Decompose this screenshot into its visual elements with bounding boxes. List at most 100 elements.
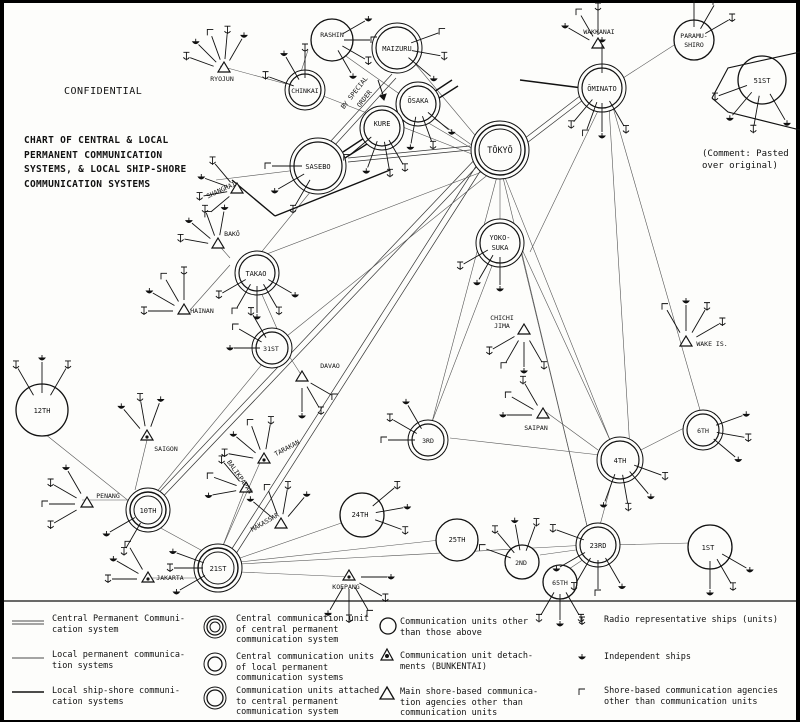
independent-ship-glyph xyxy=(742,411,751,417)
shore-agency-glyph xyxy=(231,307,238,315)
legend-central-unit: Central communication unit of central pe… xyxy=(236,614,370,646)
independent-ship-glyph xyxy=(499,412,507,418)
independent-ship-glyph xyxy=(745,567,754,573)
shore-agency-glyph xyxy=(206,472,214,480)
radio-ship-glyph xyxy=(224,25,231,35)
label-2nd: 2ND xyxy=(515,559,527,567)
label-12th: 12TH xyxy=(34,407,51,415)
radio-ship-glyph xyxy=(140,306,148,315)
shore-agency-glyph xyxy=(343,154,350,161)
node-osaka xyxy=(395,81,441,127)
triangle-ryojun xyxy=(216,60,232,73)
radio-ship-glyph xyxy=(166,563,174,572)
radio-ship-glyph xyxy=(136,393,144,402)
radio-ship-glyph xyxy=(456,261,464,270)
pasted-comment: (Comment: Pasted over original) xyxy=(702,149,789,171)
shore-agency-glyph xyxy=(504,391,512,398)
label-21st: 21ST xyxy=(210,565,228,573)
label-4th: 4TH xyxy=(614,457,627,465)
radio-ship-glyph xyxy=(622,125,630,134)
label-25th: 25TH xyxy=(449,536,466,544)
radio-ship-glyph xyxy=(577,613,585,623)
radio-ship-glyph xyxy=(12,360,20,369)
radio-ship-glyph xyxy=(247,307,255,316)
legend-central-system: Central Permanent Communi- cation system xyxy=(52,614,186,635)
triangle-wakkanai xyxy=(590,36,606,49)
link-tokyo-sasebo xyxy=(347,145,471,163)
radio-ship-glyph xyxy=(540,361,548,370)
radio-ship-glyph xyxy=(365,56,372,65)
legend-symbol-central-system xyxy=(12,620,44,625)
shore-agency-glyph xyxy=(124,540,131,548)
legend-local-units: Central communication units of local per… xyxy=(236,652,375,684)
label-maizuru: MAIZURU xyxy=(382,45,412,53)
independent-ship-glyph xyxy=(646,493,655,500)
radio-ship-glyph xyxy=(301,43,309,52)
label-1st: 1ST xyxy=(702,544,715,552)
radio-ship-glyph xyxy=(624,502,632,512)
radio-ship-glyph xyxy=(183,51,190,61)
legend-other-units: Communication units other than those abo… xyxy=(400,617,528,638)
radio-ship-glyph xyxy=(567,120,575,129)
node-4th xyxy=(596,436,644,484)
radio-ship-glyph xyxy=(386,413,394,422)
label-23rd: 23RD xyxy=(590,542,607,550)
shore-agency-glyph xyxy=(380,436,387,443)
node-24th xyxy=(339,492,385,538)
independent-ship-glyph xyxy=(220,204,229,211)
radio-ship-glyph xyxy=(64,360,72,369)
label-24th: 24TH xyxy=(352,511,369,519)
independent-ship-glyph xyxy=(172,589,181,595)
radio-ship-glyph xyxy=(393,480,401,490)
node-maizuru xyxy=(371,22,423,74)
label-chichijima-1: CHICHI xyxy=(490,314,514,322)
radio-ship-glyph xyxy=(104,574,112,583)
node-kure xyxy=(359,105,405,151)
independent-ship-glyph xyxy=(734,456,743,463)
independent-ship-glyph xyxy=(473,279,481,286)
node-21st xyxy=(193,543,243,593)
node-6th xyxy=(682,409,724,451)
radio-ship-glyph xyxy=(729,582,737,591)
independent-ship-glyph xyxy=(599,502,608,508)
label-sasebo: SASEBO xyxy=(305,163,330,171)
triangle-hainan xyxy=(176,302,192,315)
chart-title: CHART OF CENTRAL & LOCAL PERMANENT COMMU… xyxy=(24,135,187,191)
radio-ship-glyph xyxy=(47,520,54,529)
label-saipan: SAIPAN xyxy=(524,424,548,432)
shore-agency-glyph xyxy=(160,272,167,280)
label-paramushiro-2: SHIRO xyxy=(684,41,704,49)
triangle-chichijima xyxy=(516,322,532,335)
label-rashin: RASHIN xyxy=(320,31,344,39)
radio-ship-glyph xyxy=(386,168,394,178)
radio-ship-glyph xyxy=(201,204,209,214)
independent-ship-glyph xyxy=(364,16,373,22)
radio-ship-glyph xyxy=(262,71,269,80)
independent-ship-glyph xyxy=(403,504,412,510)
shore-agency-glyph xyxy=(370,36,377,43)
label-penang: PENANG xyxy=(96,492,120,500)
shore-agency-glyph xyxy=(582,129,589,137)
radio-ship-glyph xyxy=(221,448,228,458)
independent-ship-glyph xyxy=(246,496,255,502)
label-hainan: HAINAN xyxy=(190,307,214,315)
legend-radio-ships: Radio representative ships (units) xyxy=(604,615,778,625)
legend-symbol-shore-based xyxy=(378,685,396,700)
label-ominato: ŌMINATO xyxy=(587,84,617,93)
label-koepang: KOEPANG xyxy=(332,583,359,591)
independent-ship-glyph xyxy=(561,23,569,29)
radio-ship-glyph xyxy=(317,406,325,415)
shore-agency-glyph xyxy=(712,0,714,5)
independent-ship-glyph xyxy=(270,188,279,194)
radio-ship-glyph xyxy=(578,616,586,625)
radio-ship-glyph xyxy=(196,192,203,201)
independent-ship-glyph xyxy=(349,73,357,79)
radio-ship-glyph xyxy=(744,433,752,442)
label-31st: 31ST xyxy=(263,345,279,353)
node-2nd xyxy=(504,544,540,580)
independent-ship-glyph xyxy=(429,75,438,82)
legend-detachments: Communication unit detach- ments (BUNKEN… xyxy=(400,651,534,672)
pasted-bracket-51st xyxy=(711,51,800,131)
radio-ship-glyph xyxy=(519,375,527,385)
shore-agency-glyph xyxy=(578,688,585,695)
